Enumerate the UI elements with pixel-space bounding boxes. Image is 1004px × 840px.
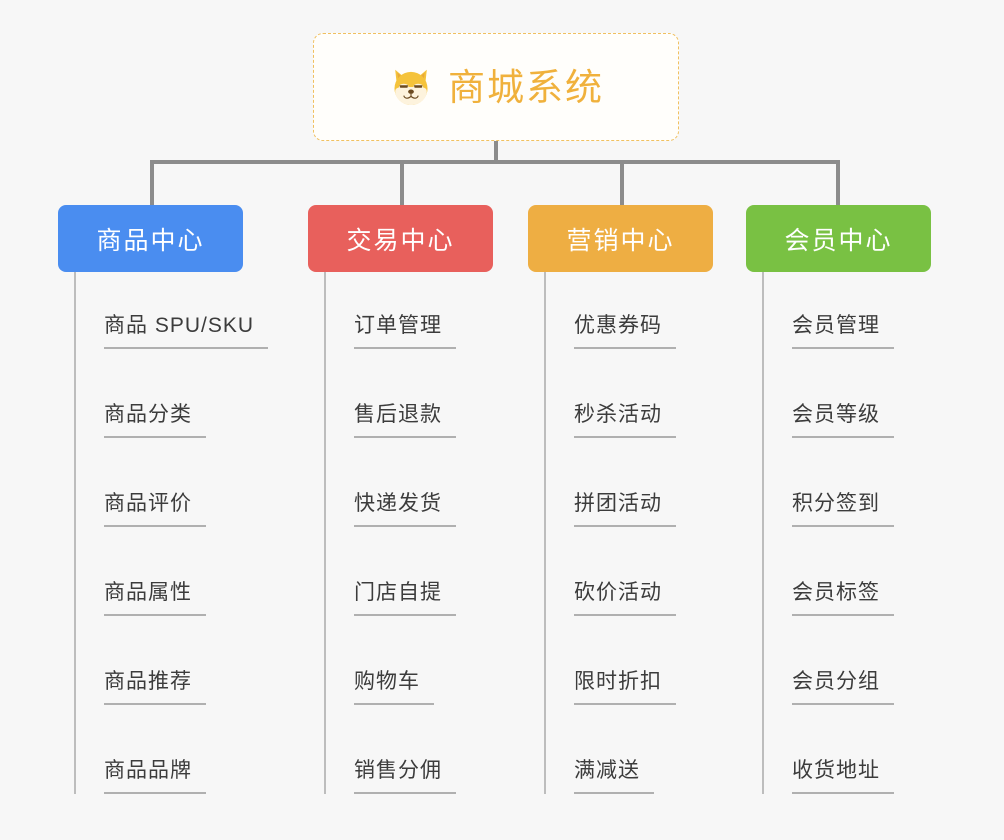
leaf-item-label: 限时折扣 [574,667,676,705]
leaf-item-label: 商品品牌 [104,756,206,794]
leaf-item[interactable]: 会员分组 [762,661,894,705]
connector-spine-marketing-center [544,272,546,794]
leaf-item[interactable]: 商品评价 [74,483,206,527]
connector-spine-member-center [762,272,764,794]
leaf-item[interactable]: 销售分佣 [324,750,456,794]
leaf-item[interactable]: 商品推荐 [74,661,206,705]
category-box-marketing-center[interactable]: 营销中心 [528,205,713,272]
connector-drop-member [836,160,840,207]
leaf-item[interactable]: 商品分类 [74,394,206,438]
leaf-item[interactable]: 拼团活动 [544,483,676,527]
leaf-item-label: 拼团活动 [574,489,676,527]
leaf-item[interactable]: 收货地址 [762,750,894,794]
connector-drop-product [150,160,154,207]
leaf-item-label: 商品属性 [104,578,206,616]
category-label: 营销中心 [566,226,675,255]
leaf-item-label: 门店自提 [354,578,456,616]
category-label: 交易中心 [346,226,455,255]
leaf-item[interactable]: 售后退款 [324,394,456,438]
leaf-item-label: 优惠券码 [574,311,676,349]
leaf-item-label: 会员标签 [792,578,894,616]
connector-horizontal-bus [150,160,840,164]
leaf-item-label: 销售分佣 [354,756,456,794]
connector-spine-trade-center [324,272,326,794]
leaf-item[interactable]: 砍价活动 [544,572,676,616]
leaf-item-label: 商品分类 [104,400,206,438]
leaf-item[interactable]: 限时折扣 [544,661,676,705]
leaf-item-label: 商品推荐 [104,667,206,705]
leaf-item[interactable]: 门店自提 [324,572,456,616]
leaf-item[interactable]: 积分签到 [762,483,894,527]
shiba-dog-face-icon [388,64,434,110]
leaf-item-label: 会员管理 [792,311,894,349]
category-label: 会员中心 [784,226,893,255]
category-box-product-center[interactable]: 商品中心 [58,205,243,272]
leaf-item-label: 售后退款 [354,400,456,438]
leaf-item-label: 积分签到 [792,489,894,527]
leaf-item-label: 满减送 [574,756,654,794]
leaf-item[interactable]: 购物车 [324,661,434,705]
leaf-item[interactable]: 会员等级 [762,394,894,438]
leaf-item-label: 会员等级 [792,400,894,438]
leaf-item[interactable]: 商品 SPU/SKU [74,305,269,349]
leaf-item[interactable]: 会员标签 [762,572,894,616]
connector-root-stem [494,141,498,164]
leaf-item-label: 商品评价 [104,489,206,527]
category-label: 商品中心 [96,226,205,255]
leaf-item-label: 购物车 [354,667,434,705]
connector-drop-marketing [620,160,624,207]
leaf-item[interactable]: 优惠券码 [544,305,676,349]
leaf-item[interactable]: 商品属性 [74,572,206,616]
category-box-trade-center[interactable]: 交易中心 [308,205,493,272]
root-node-title: 商城系统 [448,66,604,108]
leaf-item-label: 商品 SPU/SKU [104,311,269,349]
leaf-item[interactable]: 满减送 [544,750,654,794]
connector-drop-trade [400,160,404,207]
leaf-item-label: 砍价活动 [574,578,676,616]
leaf-item[interactable]: 秒杀活动 [544,394,676,438]
leaf-item-label: 快递发货 [354,489,456,527]
leaf-item-label: 收货地址 [792,756,894,794]
leaf-item[interactable]: 商品品牌 [74,750,206,794]
root-node-mall-system[interactable]: 商城系统 [313,33,679,141]
leaf-item[interactable]: 会员管理 [762,305,894,349]
category-box-member-center[interactable]: 会员中心 [746,205,931,272]
leaf-item[interactable]: 快递发货 [324,483,456,527]
leaf-item[interactable]: 订单管理 [324,305,456,349]
leaf-item-label: 秒杀活动 [574,400,676,438]
connector-spine-product-center [74,272,76,794]
leaf-item-label: 会员分组 [792,667,894,705]
leaf-item-label: 订单管理 [354,311,456,349]
